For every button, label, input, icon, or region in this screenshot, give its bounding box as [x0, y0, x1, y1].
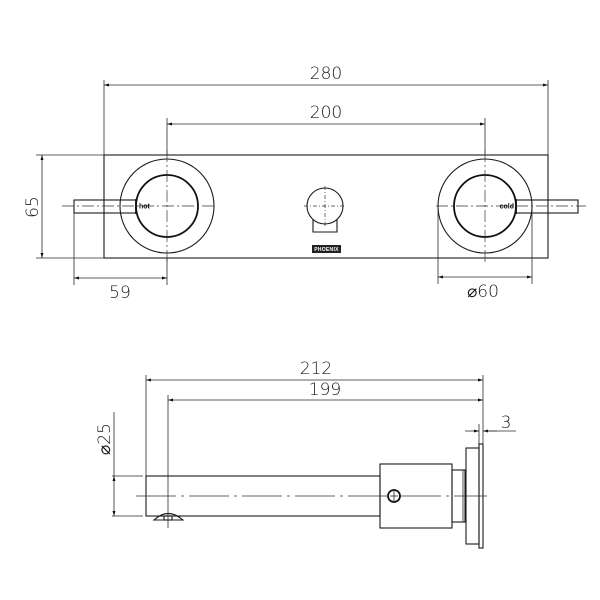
side-view: 212 199 ⌀25	[95, 359, 516, 549]
dimension-label: 280	[310, 64, 342, 84]
dimension-cover-plate-diameter: ⌀60	[437, 206, 533, 302]
dimension-overall-width: 280	[104, 64, 548, 87]
brand-logo: PHOENIX	[312, 245, 341, 253]
cold-handle: cold	[436, 150, 586, 262]
wall-plate	[103, 154, 549, 259]
aerator	[152, 512, 185, 521]
dimension-label: 212	[300, 359, 332, 379]
dimension-spout-diameter: ⌀25	[95, 412, 143, 517]
dimension-label: 3	[501, 413, 512, 433]
hot-lever	[73, 199, 137, 214]
dimension-label: 199	[309, 380, 341, 400]
dimension-handle-spacing: 200	[167, 103, 485, 126]
dimension-spout-length: 199	[168, 380, 483, 402]
dimension-label: 65	[23, 196, 43, 218]
dimension-lever-offset: 59	[73, 213, 168, 303]
dimension-label: 59	[109, 283, 131, 303]
dimension-plate-thickness: 3	[465, 413, 516, 433]
dimension-height: 65	[23, 154, 104, 259]
dimension-label: 200	[310, 103, 342, 123]
dimension-label: ⌀60	[467, 282, 499, 302]
cold-lever	[515, 199, 579, 214]
front-view: 280 200 65 hot	[23, 64, 586, 303]
cold-label: cold	[500, 204, 514, 211]
brand-logo-text: PHOENIX	[314, 247, 339, 253]
hot-label: hot	[139, 204, 151, 211]
hot-handle: hot	[62, 150, 216, 262]
dimension-overall-length: 212	[146, 359, 483, 382]
diverter-knob	[304, 186, 346, 233]
dimension-label: ⌀25	[95, 423, 115, 455]
